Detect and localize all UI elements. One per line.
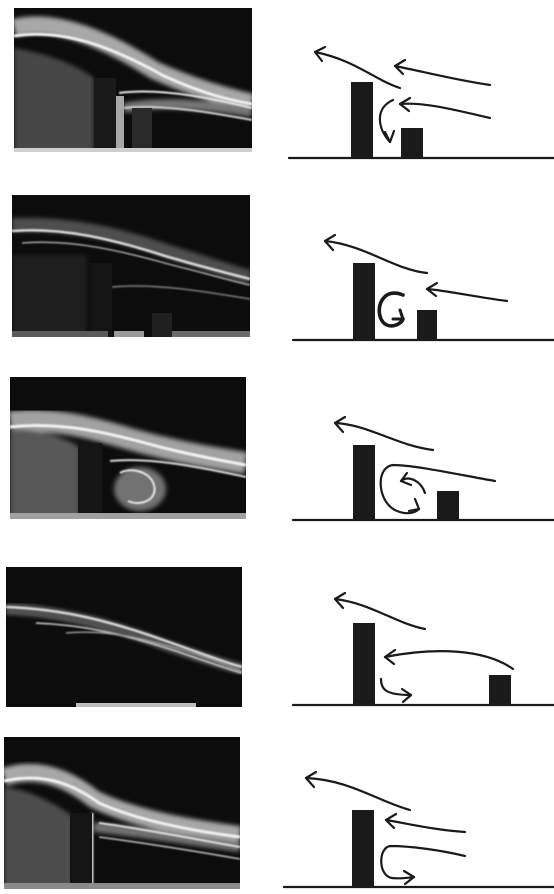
flow-sketch-1 — [285, 30, 554, 165]
smoke-photo-4 — [6, 567, 242, 707]
panel-row-3 — [0, 365, 554, 530]
tall-block — [78, 443, 102, 519]
smoke-photo-5 — [4, 737, 240, 889]
flow-sketch-3 — [285, 395, 554, 530]
low-block — [417, 310, 437, 340]
low-block — [401, 128, 423, 158]
tall-block — [353, 623, 375, 705]
flow-sketch-2 — [285, 215, 554, 350]
panel-row-4 — [0, 555, 554, 715]
tall-block — [90, 263, 112, 337]
panel-row-5 — [0, 725, 554, 894]
tall-block — [351, 82, 373, 158]
smoke-photo-1 — [14, 8, 252, 152]
panel-row-1 — [0, 0, 554, 165]
low-block — [152, 313, 172, 337]
tall-block — [353, 445, 375, 520]
low-block — [132, 108, 152, 152]
tall-block — [70, 813, 92, 889]
low-block — [489, 675, 511, 705]
smoke-photo-3 — [10, 377, 246, 519]
smoke-photo-2 — [12, 195, 250, 337]
flow-sketch-5 — [280, 760, 554, 894]
low-block — [437, 491, 459, 520]
flow-sketch-4 — [285, 583, 554, 715]
tall-block — [352, 810, 374, 887]
panel-row-2 — [0, 185, 554, 350]
tall-block — [353, 263, 375, 340]
tall-block — [94, 78, 116, 152]
